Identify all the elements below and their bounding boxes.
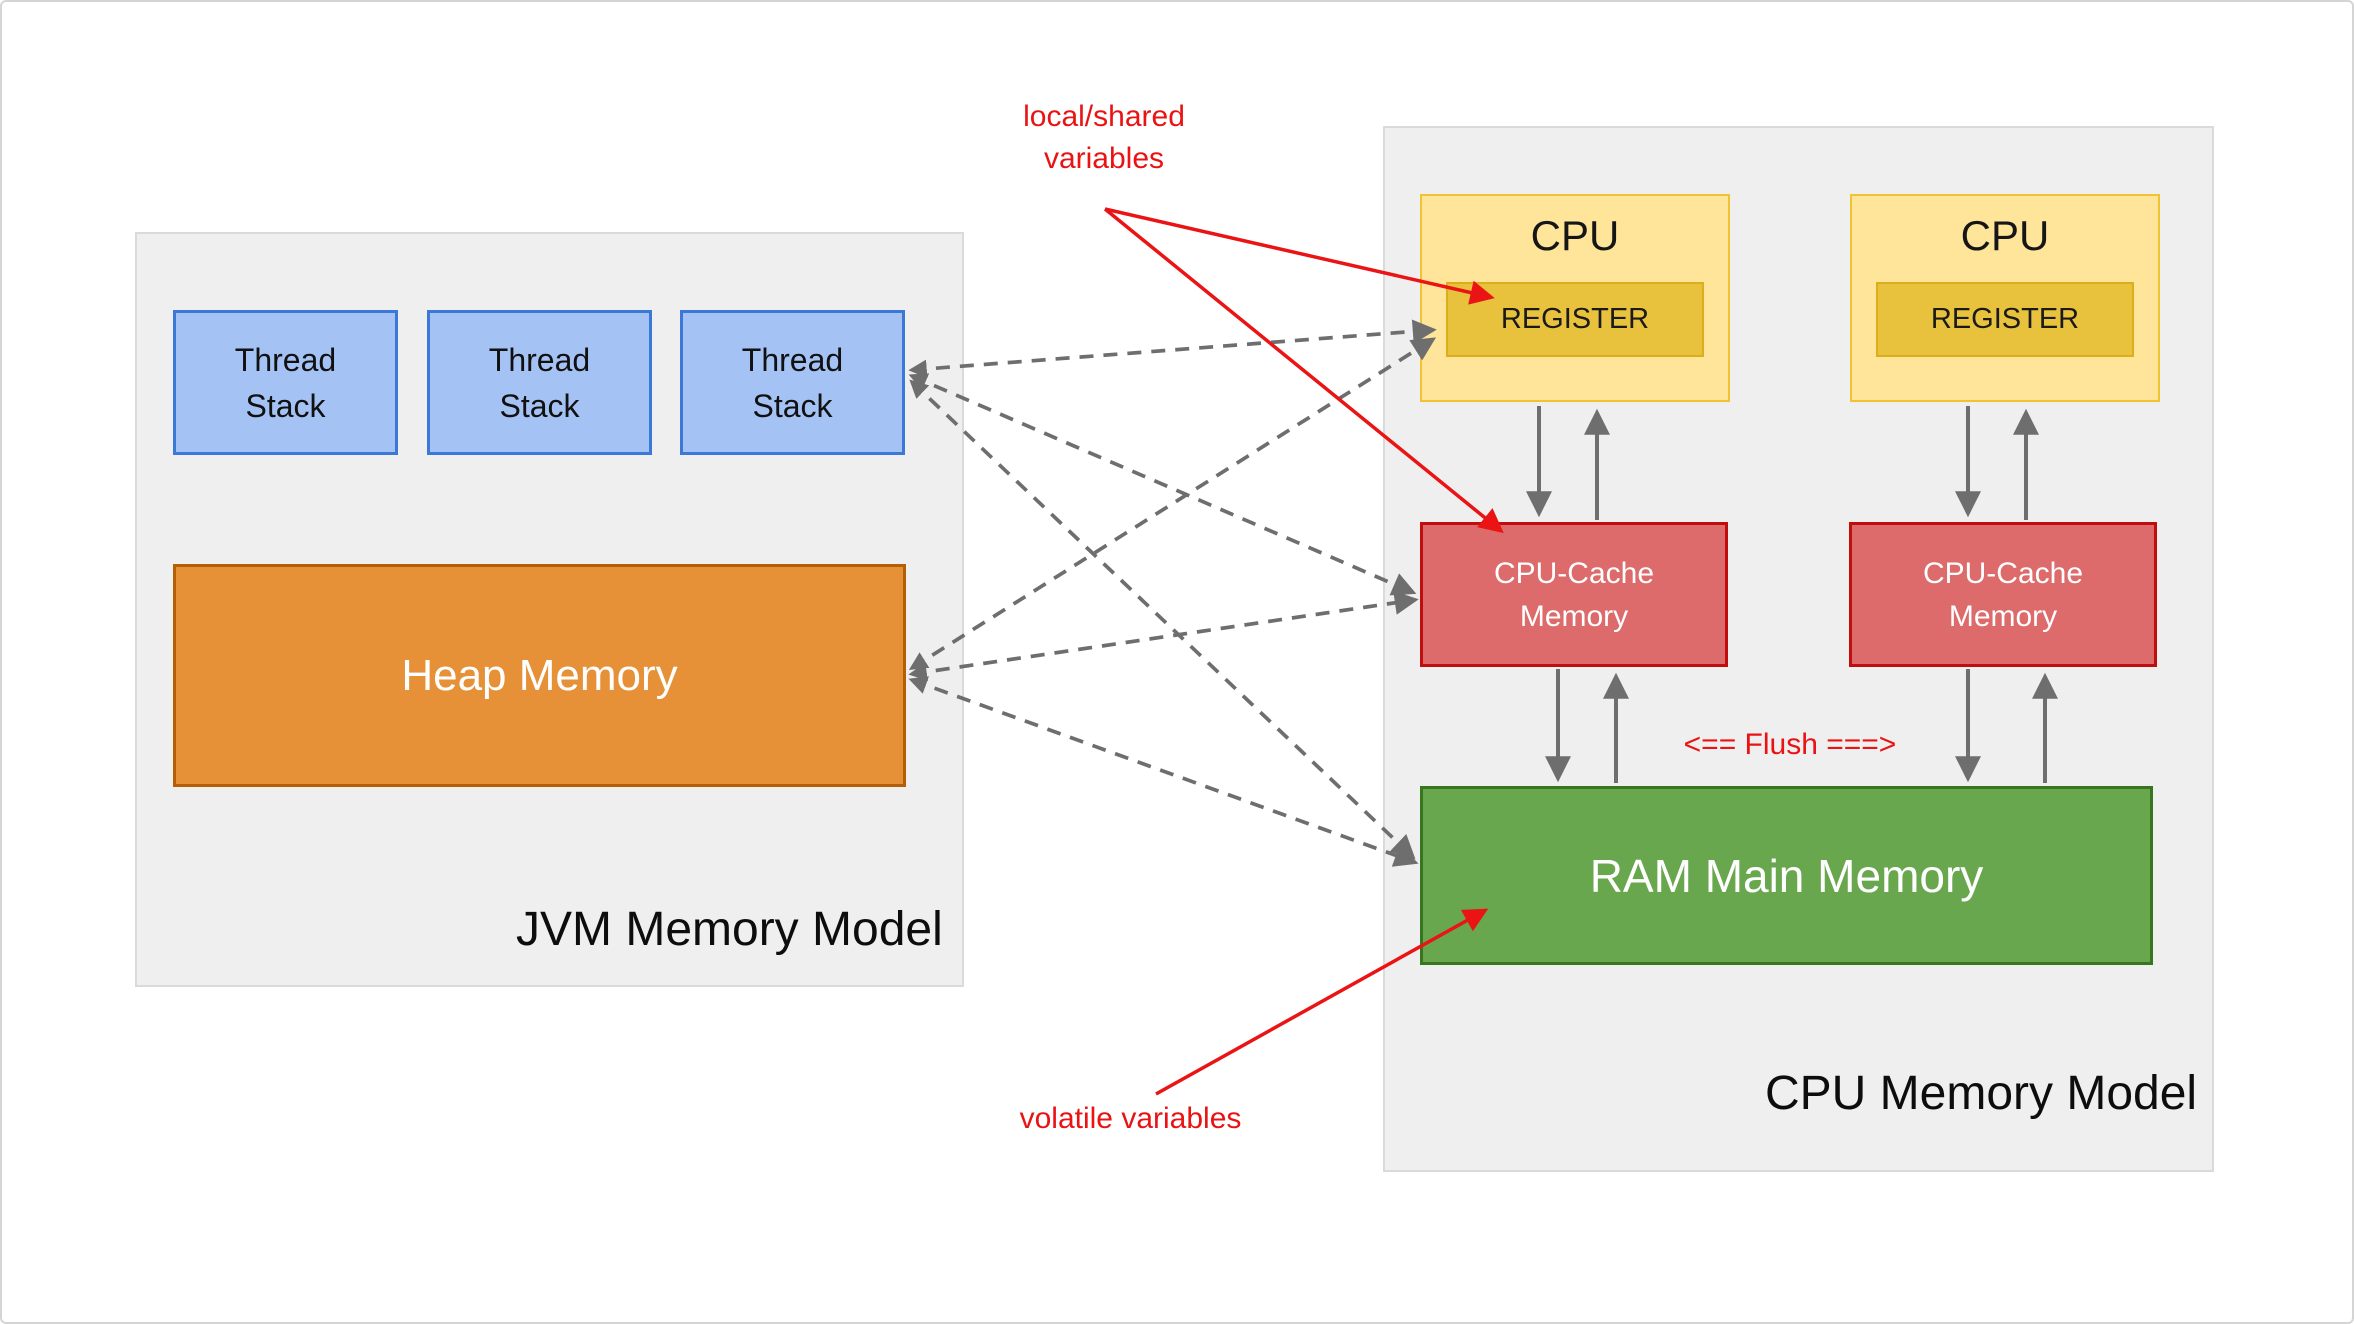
- cpu-cache-label: CPU-Cache Memory: [1922, 556, 2084, 633]
- thread-stack-box-1: Thread Stack: [173, 310, 398, 455]
- cpu-box-2: CPU REGISTER: [1850, 194, 2160, 402]
- dashed-arrow-heap-register1: [908, 337, 1437, 670]
- register-label: REGISTER: [1930, 303, 2080, 335]
- ram-label: RAM Main Memory: [1589, 849, 1984, 902]
- cpu-cache-label: CPU-Cache Memory: [1493, 556, 1655, 633]
- heap-memory-label: Heap Memory: [401, 650, 678, 700]
- heap-memory-box: Heap Memory: [173, 564, 906, 787]
- register-box-1: REGISTER: [1446, 282, 1704, 357]
- cpu-box-1: CPU REGISTER: [1420, 194, 1730, 402]
- thread-stack-label: Thread Stack: [741, 341, 844, 424]
- dashed-arrow-thread3-cache1: [908, 373, 1417, 596]
- dashed-arrow-thread3-ram: [909, 379, 1416, 860]
- cpu-label: CPU: [1530, 212, 1620, 259]
- register-box-2: REGISTER: [1876, 282, 2134, 357]
- cpu-panel-title: CPU Memory Model: [1765, 1067, 2198, 1120]
- thread-stack-label: Thread Stack: [234, 341, 337, 424]
- cpu-cache-box-2: CPU-Cache Memory: [1849, 522, 2157, 667]
- cpu-label: CPU: [1960, 212, 2050, 259]
- thread-stack-label: Thread Stack: [488, 341, 591, 424]
- cpu-cache-box-1: CPU-Cache Memory: [1420, 522, 1728, 667]
- local-shared-variables-label: local/shared variables: [1023, 100, 1185, 175]
- flush-label: <== Flush ===>: [1683, 728, 1897, 761]
- ram-main-memory-box: RAM Main Memory: [1420, 786, 2153, 965]
- volatile-variables-label: volatile variables: [1019, 1102, 1242, 1135]
- dashed-arrow-thread3-register1: [908, 319, 1437, 379]
- jvm-panel-title: JVM Memory Model: [516, 903, 943, 956]
- register-label: REGISTER: [1500, 303, 1650, 335]
- thread-stack-box-2: Thread Stack: [427, 310, 652, 455]
- dashed-arrow-heap-cache1: [908, 590, 1419, 681]
- dashed-arrow-heap-ram: [908, 676, 1419, 867]
- thread-stack-box-3: Thread Stack: [680, 310, 905, 455]
